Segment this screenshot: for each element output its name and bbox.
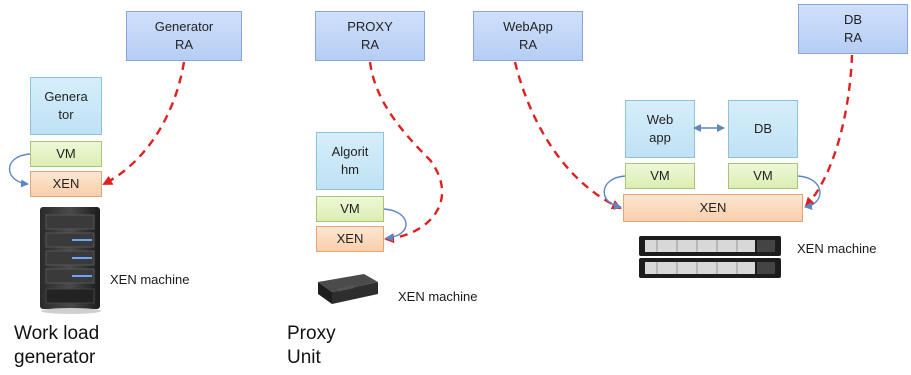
- proxy-ra-arrow: [368, 61, 444, 244]
- db-vm-box: VM: [728, 163, 798, 189]
- generator-xen-box: XEN: [30, 171, 102, 197]
- generator-vm-loop-arrow: [9, 153, 31, 188]
- generator-app-box: Genera tor: [30, 77, 102, 135]
- rack-server-icon: [639, 236, 781, 278]
- webapp-ra-arrow: [513, 61, 622, 210]
- webapp-ra-box: WebApp RA: [473, 11, 583, 61]
- tower-server-icon: [40, 207, 101, 314]
- webapp-vm-box: VM: [625, 163, 695, 189]
- proxy-vm-loop-arrow: [383, 208, 407, 242]
- generator-ra-arrow: [102, 61, 186, 186]
- db-ra-arrow: [804, 54, 854, 208]
- proxy-app-box: Algorit hm: [316, 132, 384, 190]
- proxy-ra-box: PROXY RA: [315, 11, 425, 61]
- webapp-vm-loop-arrow: [603, 175, 626, 211]
- db-ra-box: DB RA: [798, 4, 908, 54]
- generator-ra-box: Generator RA: [126, 11, 242, 61]
- proxy-machine-label: XEN machine: [398, 289, 478, 304]
- db-vm-loop-arrow: [797, 175, 821, 210]
- generator-machine-label: XEN machine: [110, 272, 190, 287]
- right-machine-label: XEN machine: [797, 241, 877, 256]
- proxy-server-icon: [318, 274, 378, 304]
- webapp-box: Web app: [625, 100, 695, 158]
- proxy-caption: Proxy Unit: [287, 323, 336, 368]
- proxy-vm-box: VM: [316, 196, 384, 222]
- proxy-xen-box: XEN: [316, 226, 384, 252]
- generator-caption: Work load generator: [14, 323, 100, 368]
- db-box: DB: [728, 100, 798, 158]
- right-xen-box: XEN: [623, 194, 803, 222]
- generator-vm-box: VM: [30, 141, 102, 167]
